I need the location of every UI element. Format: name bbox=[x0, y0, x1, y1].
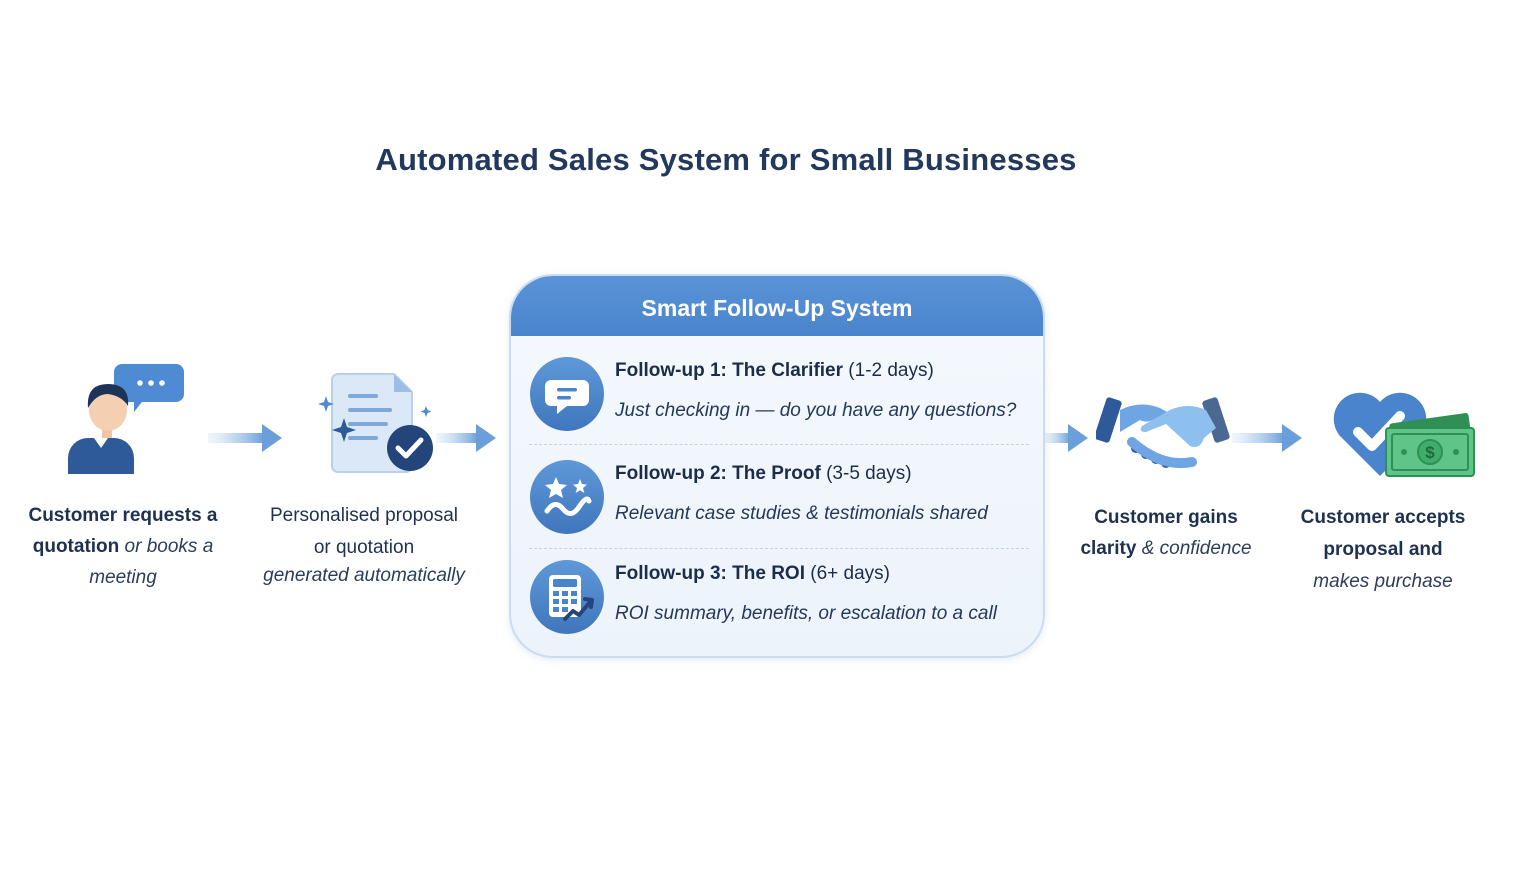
panel-heading: Smart Follow-Up System bbox=[511, 276, 1043, 336]
follow-up-name: Follow-up 1: The Clarifier bbox=[615, 360, 844, 381]
follow-up-name: Follow-up 3: The ROI bbox=[615, 563, 805, 584]
flow-arrow bbox=[1232, 424, 1302, 452]
caption-line: Customer gains bbox=[1094, 507, 1238, 528]
caption-line: Customer accepts bbox=[1300, 507, 1466, 528]
flow-arrow bbox=[208, 424, 282, 452]
customer-chat-icon bbox=[68, 364, 184, 474]
step-proposal-caption: Personalised proposal or quotation gener… bbox=[248, 500, 480, 591]
heart-money-icon: $ bbox=[1333, 392, 1475, 477]
step-customer-request-caption: Customer requests a quotation or books a… bbox=[0, 500, 246, 593]
follow-up-message: Relevant case studies & testimonials sha… bbox=[615, 503, 988, 524]
caption-line: Customer requests a bbox=[28, 505, 218, 526]
follow-up-item: Follow-up 2: The Proof (3-5 days) Releva… bbox=[529, 459, 1029, 549]
calculator-roi-icon bbox=[530, 560, 604, 634]
follow-up-message: Just checking in — do you have any quest… bbox=[615, 400, 1017, 421]
caption-italic: makes purchase bbox=[1313, 571, 1453, 592]
caption-italic: generated automatically bbox=[263, 565, 465, 586]
follow-up-title: Follow-up 1: The Clarifier (1-2 days) bbox=[615, 360, 934, 382]
flow-arrow bbox=[1044, 424, 1088, 452]
follow-up-item: Follow-up 3: The ROI (6+ days) ROI summa… bbox=[529, 559, 1029, 649]
step-purchase-caption: Customer accepts proposal and makes purc… bbox=[1282, 502, 1484, 597]
caption-line: or quotation bbox=[313, 537, 415, 558]
follow-up-days: (6+ days) bbox=[810, 563, 890, 584]
chat-bubble-icon bbox=[530, 357, 604, 431]
follow-up-days: (1-2 days) bbox=[848, 360, 934, 381]
stars-proof-icon bbox=[530, 460, 604, 534]
caption-line: clarity & confidence bbox=[1062, 533, 1270, 564]
proposal-document-icon bbox=[318, 373, 433, 473]
follow-up-message: ROI summary, benefits, or escalation to … bbox=[615, 603, 997, 624]
follow-up-title: Follow-up 3: The ROI (6+ days) bbox=[615, 563, 890, 585]
divider bbox=[529, 548, 1029, 549]
caption-italic: & confidence bbox=[1136, 538, 1252, 559]
caption-line: Personalised proposal bbox=[269, 505, 458, 526]
follow-up-panel: Smart Follow-Up System Follow-up 1: The … bbox=[509, 274, 1045, 658]
divider bbox=[529, 444, 1029, 445]
follow-up-name: Follow-up 2: The Proof bbox=[615, 463, 821, 484]
caption-italic: or books a meeting bbox=[89, 536, 214, 588]
follow-up-days: (3-5 days) bbox=[826, 463, 912, 484]
caption-bold: quotation bbox=[32, 536, 120, 557]
handshake-icon bbox=[1096, 397, 1230, 469]
diagram-title: Automated Sales System for Small Busines… bbox=[375, 142, 1077, 177]
follow-up-title: Follow-up 2: The Proof (3-5 days) bbox=[615, 463, 912, 485]
caption-line: quotation or books a meeting bbox=[0, 531, 246, 593]
step-clarity-caption: Customer gains clarity & confidence bbox=[1062, 502, 1270, 564]
caption-bold: clarity bbox=[1080, 538, 1137, 559]
svg-text:$: $ bbox=[1425, 443, 1435, 462]
caption-line: proposal and bbox=[1323, 539, 1443, 560]
follow-up-item: Follow-up 1: The Clarifier (1-2 days) Ju… bbox=[529, 356, 1029, 446]
flow-arrow bbox=[436, 424, 496, 452]
